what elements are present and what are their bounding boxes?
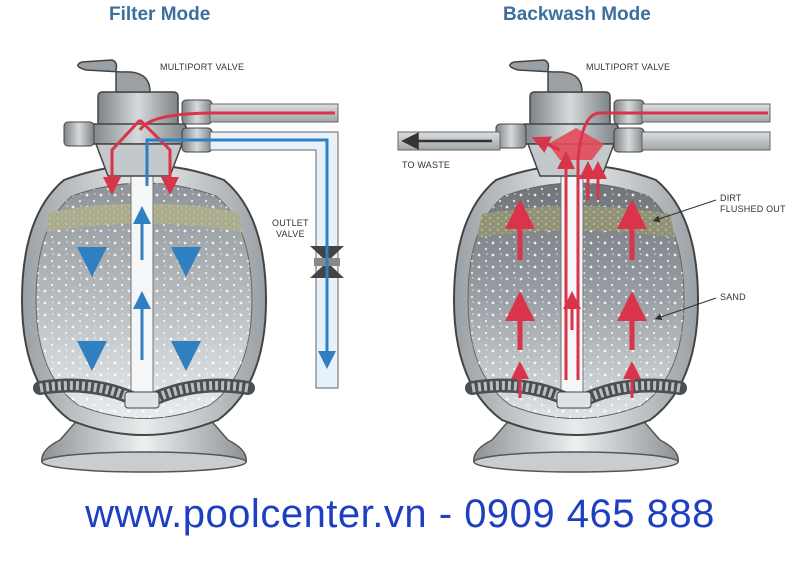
dirt-callout-line bbox=[652, 199, 717, 223]
outlet-valve-label-line2: VALVE bbox=[276, 229, 305, 239]
laterals bbox=[33, 378, 255, 409]
outlet-valve-label-line1: OUTLET bbox=[272, 218, 309, 228]
backwash-flow-red bbox=[531, 111, 768, 380]
backwash-sand-arrows bbox=[505, 199, 647, 398]
valve-handle bbox=[77, 59, 151, 93]
backwash-mode-diagram bbox=[397, 59, 771, 473]
filter-flow-red bbox=[103, 111, 335, 195]
return-pipe-right bbox=[641, 131, 771, 151]
filter-sand-arrows bbox=[77, 212, 201, 371]
multiport-valve-label-left: MULTIPORT VALVE bbox=[160, 62, 245, 72]
filter-diagrams bbox=[20, 59, 771, 473]
to-waste-label: TO WASTE bbox=[402, 160, 451, 170]
filter-flow-blue bbox=[133, 138, 336, 369]
valve-handle bbox=[509, 59, 583, 93]
sand-callout-line bbox=[654, 297, 717, 321]
dirt-label-line2: FLUSHED OUT bbox=[720, 204, 786, 214]
filter-mode-title: Filter Mode bbox=[109, 4, 211, 25]
center-pipe bbox=[560, 139, 584, 406]
sand-label: SAND bbox=[720, 292, 746, 302]
filter-mode-diagram bbox=[20, 59, 344, 473]
multiport-valve-label-right: MULTIPORT VALVE bbox=[586, 62, 671, 72]
website-phone-footer: www.poolcenter.vn - 0909 465 888 bbox=[85, 492, 715, 536]
backwash-mode-title: Backwash Mode bbox=[503, 4, 651, 25]
center-pipe bbox=[130, 139, 154, 406]
dirt-label-line1: DIRT bbox=[720, 193, 742, 203]
multiport-valve-left bbox=[63, 59, 213, 177]
multiport-valve-right bbox=[495, 59, 645, 177]
